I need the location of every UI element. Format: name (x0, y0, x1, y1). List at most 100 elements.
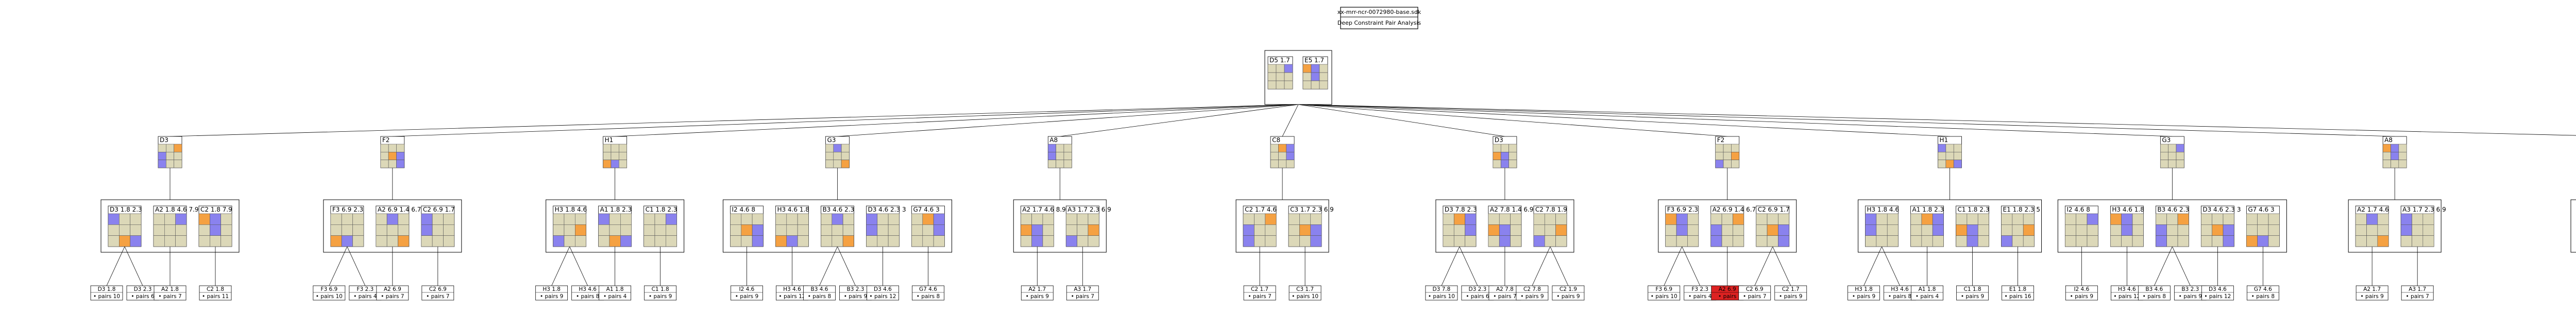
grid-cell (841, 152, 850, 160)
grid-cell (380, 152, 389, 160)
leaf-node-pairs: • pairs 10 (93, 293, 120, 300)
grid-cell (2391, 144, 2399, 152)
grid-cell (2412, 224, 2424, 236)
grid-cell (666, 235, 677, 247)
leaf-node: A2 1.8• pairs 7 (154, 285, 187, 301)
leaf-node-title: F3 6.9 (320, 286, 337, 292)
grid-cell (221, 235, 232, 247)
edge-line (1060, 104, 1299, 137)
leaf-node: F3 6.9• pairs 10 (313, 285, 346, 301)
grid-cell (1778, 213, 1790, 225)
child-node-label: G7 4.6 3 (2248, 206, 2274, 213)
leaf-node-pairs: • pairs 9 (2179, 293, 2202, 300)
grid-cell (1687, 235, 1699, 247)
leaf-node: C2 1.7• pairs 7 (1243, 285, 1276, 301)
grid-cell (1047, 160, 1056, 168)
leaf-node-pairs: • pairs 4 (603, 293, 627, 300)
edge-line (329, 246, 348, 286)
grid-cell (1310, 224, 1322, 236)
grid-cell (2121, 235, 2133, 247)
edge-line (1298, 104, 1950, 137)
grid-cell (2156, 235, 2167, 247)
edge-line (819, 246, 838, 286)
grid-cell (175, 213, 187, 225)
grid-cell (158, 144, 166, 152)
grid-cell (832, 224, 843, 236)
grid-cell (1042, 213, 1054, 225)
grid-cell (1967, 235, 1978, 247)
grid-cell (1047, 144, 1056, 152)
leaf-node: H3 4.6• pairs 12 (776, 285, 808, 301)
grid-cell (2160, 160, 2168, 168)
grid-cell (352, 235, 364, 247)
grid-cell (175, 224, 187, 236)
edge-line (1298, 104, 2173, 137)
leaf-node-pairs: • pairs 12 (869, 293, 896, 300)
grid-cell (1665, 224, 1677, 236)
grid-cell (1243, 235, 1255, 247)
grid-cell (1288, 213, 1300, 225)
grid-cell (1077, 213, 1089, 225)
grid-cell (553, 213, 565, 225)
grid-cell (386, 224, 398, 236)
grid-cell (2065, 235, 2076, 247)
leaf-node: B3 4.6• pairs 8 (803, 285, 836, 301)
grid-cell (1493, 144, 1501, 152)
leaf-node: C1 1.8• pairs 9 (644, 285, 677, 301)
leaf-node-title: C2 6.9 (429, 286, 447, 292)
leaf-node: B3 4.6• pairs 8 (2138, 285, 2171, 301)
grid-cell (1031, 235, 1043, 247)
grid-cell (603, 144, 612, 152)
grid-cell (1302, 80, 1312, 90)
child-node: D3 7.8 2.3 (1443, 205, 1477, 247)
group-node-label: F2 (382, 136, 390, 144)
grid-cell (421, 213, 433, 225)
grid-cell (1865, 224, 1877, 236)
grid-cell (2422, 235, 2434, 247)
leaf-node-title: A2 6.9 (384, 286, 401, 292)
child-node: G7 4.6 3 (911, 205, 945, 247)
leaf-node: A1 1.8• pairs 4 (1911, 285, 1943, 301)
leaf-node: A2 1.7• pairs 9 (1021, 285, 1054, 301)
leaf-node-pairs: • pairs 12 (778, 293, 805, 300)
grid-cell (2121, 213, 2133, 225)
grid-cell (598, 235, 610, 247)
child-node-label: C2 6.9 1.7 (1758, 206, 1790, 213)
edge-line (615, 104, 1299, 137)
grid-cell (797, 235, 809, 247)
grid-cell (2132, 224, 2144, 236)
child-node: C2 6.9 1.7 (1756, 205, 1790, 247)
grid-cell (1288, 235, 1300, 247)
grid-cell (666, 213, 677, 225)
grid-cell (619, 144, 627, 152)
grid-cell (1910, 224, 1922, 236)
edge-line (1532, 246, 1551, 286)
group-node-label: G3 (2162, 136, 2171, 144)
grid-cell (797, 213, 809, 225)
grid-cell (2177, 224, 2189, 236)
child-node: A1 1.8 2.3 (598, 205, 632, 247)
child-node-label: A3 1.7 2.3 6.9 (1067, 206, 1111, 213)
grid-cell (119, 213, 130, 225)
leaf-node: D3 1.8• pairs 10 (90, 285, 123, 301)
grid-cell (842, 235, 854, 247)
child-node: A2 6.9 1.4 6.7 (376, 205, 421, 247)
edge-line (1282, 104, 1299, 137)
leaf-node: I2 4.6• pairs 9 (2065, 285, 2098, 301)
grid-cell (396, 152, 405, 160)
grid-cell (130, 213, 142, 225)
grid-cell (841, 160, 850, 168)
leaf-node-title: G7 4.6 (2254, 286, 2272, 292)
grid-cell (1555, 235, 1567, 247)
leaf-node: A2 6.9• pairs (1711, 285, 1744, 301)
grid-cell (119, 224, 130, 236)
grid-cell (330, 235, 342, 247)
group-node: A8 (2382, 136, 2407, 168)
leaf-node-pairs: • pairs 7 (1493, 293, 1516, 300)
child-node-label: A1 1.8 2.3 (1912, 206, 1944, 213)
leaf-node: H3 4.6• pairs 8 (1884, 285, 1916, 301)
child-node-label: G7 4.6 3 (913, 206, 939, 213)
header-line-1: xx-mrr-ncr-0072980-base.sdk (1337, 9, 1421, 15)
children-frame (1658, 199, 1797, 253)
